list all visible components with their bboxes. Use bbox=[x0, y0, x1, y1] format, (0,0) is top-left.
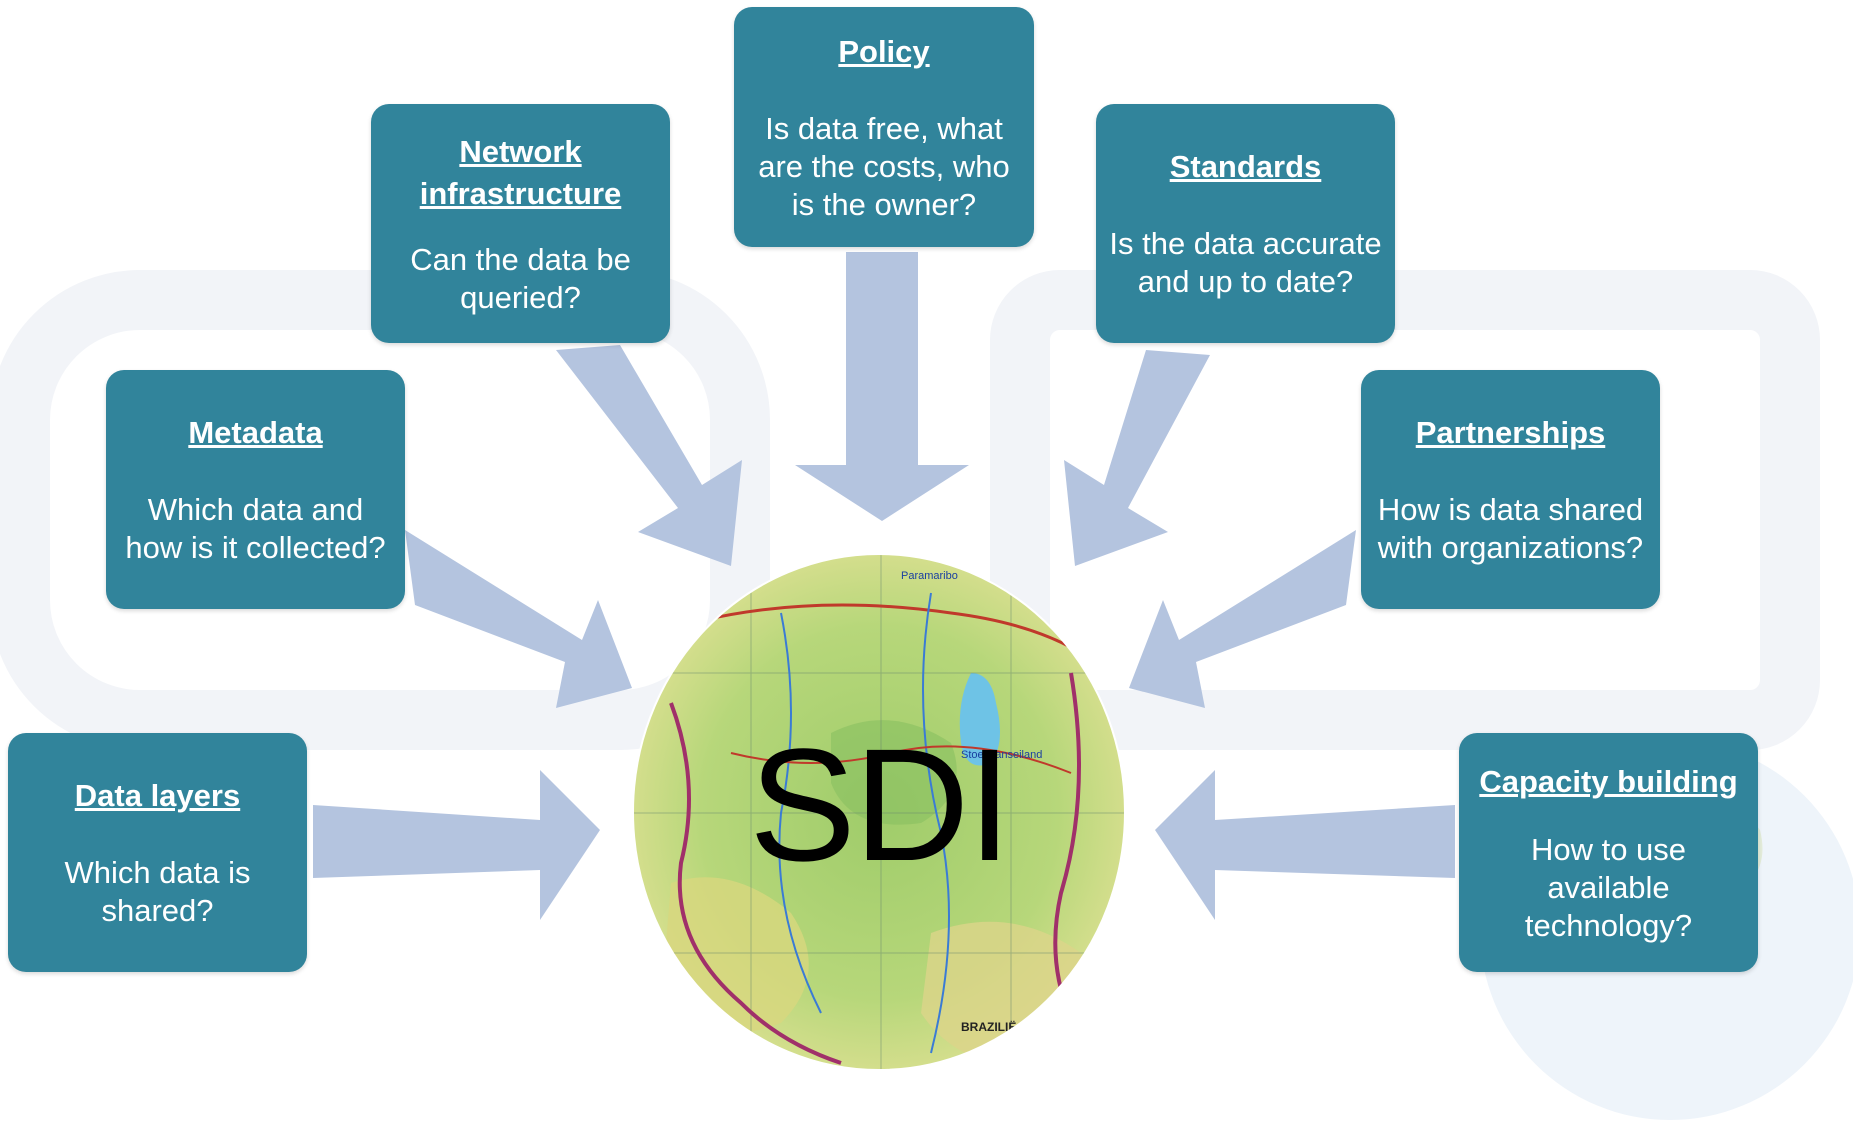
node-question: Which data and how is it collected? bbox=[125, 492, 386, 565]
node-question: How is data shared with organizations? bbox=[1377, 492, 1644, 565]
node-question: How to use available technology? bbox=[1524, 831, 1693, 943]
node-title: Capacity building bbox=[1479, 763, 1738, 799]
node-title: Policy bbox=[838, 33, 930, 69]
map-label-top: Paramaribo bbox=[901, 570, 958, 582]
arrow-metadata bbox=[405, 530, 632, 708]
node-title: Network infrastructure bbox=[419, 133, 622, 211]
node-network-infrastructure: Network infrastructure Can the data be q… bbox=[371, 104, 670, 343]
center-label: SDI bbox=[749, 715, 1012, 894]
arrow-capacity bbox=[1155, 770, 1455, 920]
node-question: Is data free, what are the costs, who is… bbox=[758, 110, 1010, 222]
node-question: Which data is shared? bbox=[64, 855, 251, 928]
node-question: Can the data be queried? bbox=[410, 241, 631, 315]
node-partnerships: Partnerships How is data shared with org… bbox=[1361, 370, 1660, 609]
node-title: Partnerships bbox=[1415, 415, 1606, 450]
arrow-network bbox=[556, 345, 742, 566]
node-data-layers: Data layers Which data is shared? bbox=[8, 733, 307, 972]
map-label-lake: Stoelmanseiland bbox=[961, 749, 1042, 761]
arrow-data-layers bbox=[313, 770, 600, 920]
map-circle: Paramaribo Stoelmanseiland BRAZILIË bbox=[632, 553, 1126, 1071]
node-title: Standards bbox=[1169, 149, 1322, 184]
arrow-standards bbox=[1064, 350, 1210, 566]
node-question: Is the data accurate and up to date? bbox=[1109, 226, 1382, 299]
node-title: Metadata bbox=[188, 415, 323, 450]
map-label-bottom: BRAZILIË bbox=[961, 1019, 1016, 1034]
arrow-partnerships bbox=[1129, 530, 1356, 708]
node-standards: Standards Is the data accurate and up to… bbox=[1096, 104, 1395, 343]
arrow-policy bbox=[795, 252, 969, 521]
node-metadata: Metadata Which data and how is it collec… bbox=[106, 370, 405, 609]
node-title: Data layers bbox=[74, 778, 241, 813]
node-policy: Policy Is data free, what are the costs,… bbox=[734, 7, 1034, 247]
node-capacity-building: Capacity building How to use available t… bbox=[1459, 733, 1758, 972]
